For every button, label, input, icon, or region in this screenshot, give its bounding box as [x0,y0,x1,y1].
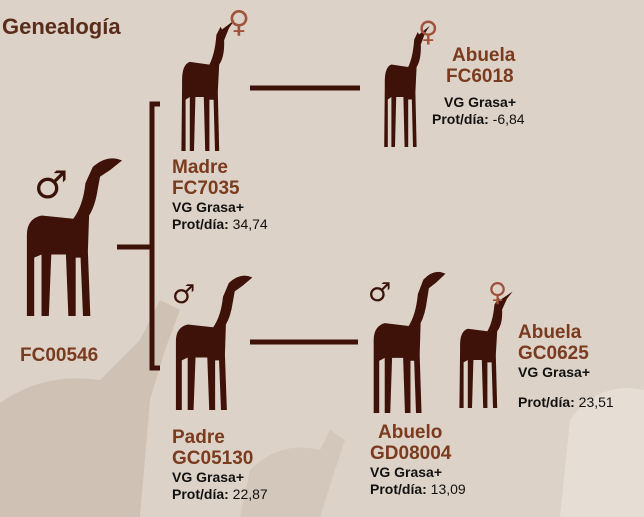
faded-goat-center [240,430,345,517]
paternal-grandfather-prot-label: Prot/día: [370,481,427,497]
maternal-grandmother-vg: VG Grasa+ [444,94,516,110]
paternal-grandmother-vg: VG Grasa+ [518,364,590,380]
maternal-grandmother-info: Abuela FC6018 [446,45,515,87]
father-prot-value: 22,87 [232,486,268,502]
subject-code: FC00546 [20,345,99,366]
female-symbol-icon: ♀ [418,15,439,48]
mother-code: FC7035 [172,178,240,199]
maternal-grandmother-prot-label: Prot/día: [432,111,489,127]
maternal-grandmother-prot: Prot/día: -6,84 [432,111,525,128]
paternal-grandmother-prot-label: Prot/día: [518,394,575,410]
paternal-grandfather-prot: Prot/día: 13,09 [370,481,466,498]
female-symbol-icon: ♀ [488,278,508,308]
mother-info: Madre FC7035 VG Grasa+ Prot/día: 34,74 [172,157,268,233]
male-symbol-icon: ♂ [172,280,196,310]
paternal-grandfather-prot-value: 13,09 [430,481,466,497]
father-vg: VG Grasa+ [172,469,244,485]
tree-connectors [117,85,360,371]
parents-bracket [149,101,160,371]
female-symbol-icon: ♀ [228,5,250,40]
father-prot: Prot/día: 22,87 [172,486,268,503]
mother-label: Madre [172,157,228,178]
page-title: Genealogía [2,14,121,39]
paternal-grandmother-prot-value: 23,51 [578,394,614,410]
faded-goat-right [560,388,644,517]
paternal-grandmother-goat-icon [459,291,513,408]
maternal-grandmother-prot-value: -6,84 [492,111,525,127]
father-label: Padre [172,427,225,448]
paternal-grandfather-code: GD08004 [370,443,452,464]
male-symbol-icon: ♂ [368,278,392,308]
mother-goat-icon [181,20,235,151]
paternal-grandfather-vg: VG Grasa+ [370,464,442,480]
paternal-grandmother-prot: Prot/día: 23,51 [518,394,614,411]
paternal-grandmother-code: GC0625 [518,343,589,364]
faded-goat-left [0,300,180,517]
mother-prot: Prot/día: 34,74 [172,216,268,233]
paternal-grandfather-label: Abuelo [378,422,443,443]
paternal-grandfather-info: Abuelo GD08004 VG Grasa+ Prot/día: 13,09 [370,422,466,498]
male-symbol-icon: ♂ [34,163,69,207]
maternal-grandmother-label: Abuela [452,45,516,66]
father-prot-label: Prot/día: [172,486,229,502]
mother-prot-value: 34,74 [232,216,268,232]
father-code: GC05130 [172,448,254,469]
paternal-grandmother-label: Abuela [518,322,582,343]
maternal-grandmother-stats: VG Grasa+ Prot/día: -6,84 [432,94,525,128]
paternal-grandmother-info: Abuela GC0625 VG Grasa+ [518,322,590,381]
mother-prot-label: Prot/día: [172,216,229,232]
maternal-grandmother-code: FC6018 [446,66,514,87]
mother-vg: VG Grasa+ [172,199,244,215]
father-info: Padre GC05130 VG Grasa+ Prot/día: 22,87 [172,427,268,503]
